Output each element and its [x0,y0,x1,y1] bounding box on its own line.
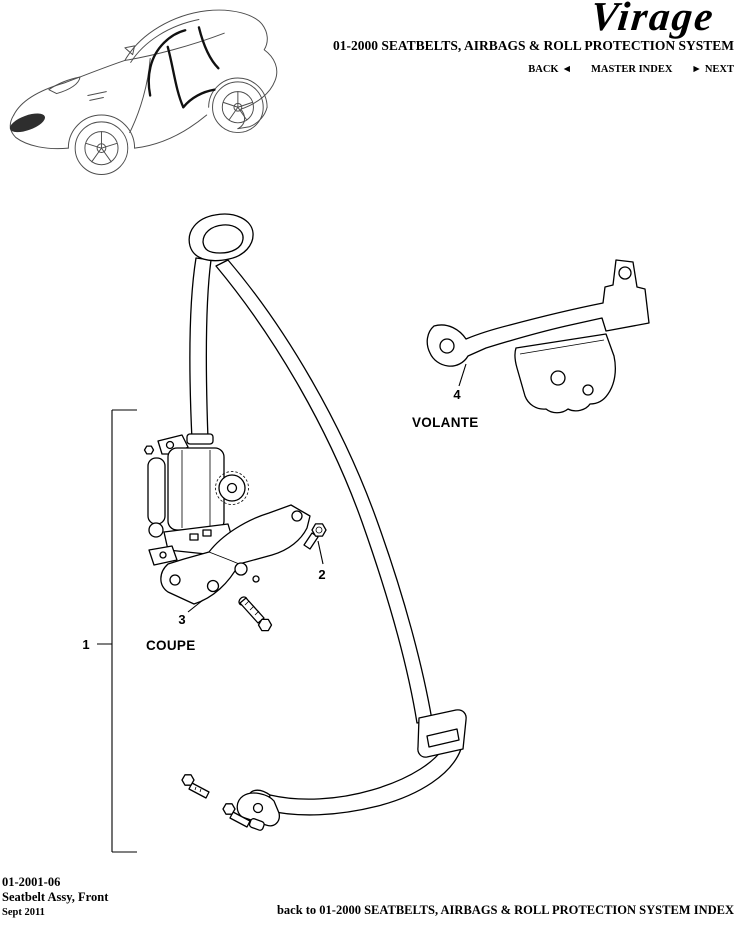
leader-line-4 [458,363,467,387]
buckle-tongue [417,709,467,758]
doc-number: 01-2001-06 [2,875,61,889]
callout-3: 3 [178,612,185,627]
seatbelt-retractor [143,433,249,566]
header-nav: BACK◄ MASTER INDEX ►NEXT [528,64,734,75]
leader-line-2 [317,540,324,565]
main-belt-webbing [215,259,433,724]
seatbelt-diagram: 4 VOLANTE [0,200,737,890]
doc-date: Sept 2011 [2,907,45,918]
shoulder-belt-webbing [189,257,212,441]
back-label: BACK [528,64,559,75]
callout-2: 2 [318,567,325,582]
master-index-link[interactable]: MASTER INDEX [591,64,673,75]
next-arrow-icon: ► [691,64,702,75]
car-illustration [4,2,310,192]
volante-label: VOLANTE [412,415,479,430]
doc-title: Seatbelt Assy, Front [2,890,109,904]
brand-logo: Virage [588,0,718,39]
seatbelt-harness-highlight [147,26,220,109]
coupe-label: COUPE [146,638,196,653]
back-arrow-icon: ◄ [561,64,573,75]
next-label: NEXT [704,64,734,75]
floor-anchor-hardware [181,774,280,831]
leader-line-3 [187,599,204,613]
seatbelt-exploded-view: 4 VOLANTE [82,213,650,853]
grille [9,113,45,133]
car-line-art [9,9,278,175]
bolt-item-2 [303,523,327,550]
volante-mounting-bracket [426,259,650,414]
callout-1-bracket-line [97,409,137,853]
car-body [9,9,278,175]
page-title: 01-2000 SEATBELTS, AIRBAGS & ROLL PROTEC… [333,38,734,53]
coupe-mounting-bracket [160,504,311,605]
callout-4: 4 [453,387,461,402]
anchor-bolt-lower [238,596,273,632]
callout-1: 1 [82,637,89,652]
top-belt-guide [188,213,254,262]
footer-index-link[interactable]: back to 01-2000 SEATBELTS, AIRBAGS & ROL… [276,903,734,917]
back-link[interactable]: BACK◄ [528,64,575,75]
next-link[interactable]: ►NEXT [688,64,734,75]
